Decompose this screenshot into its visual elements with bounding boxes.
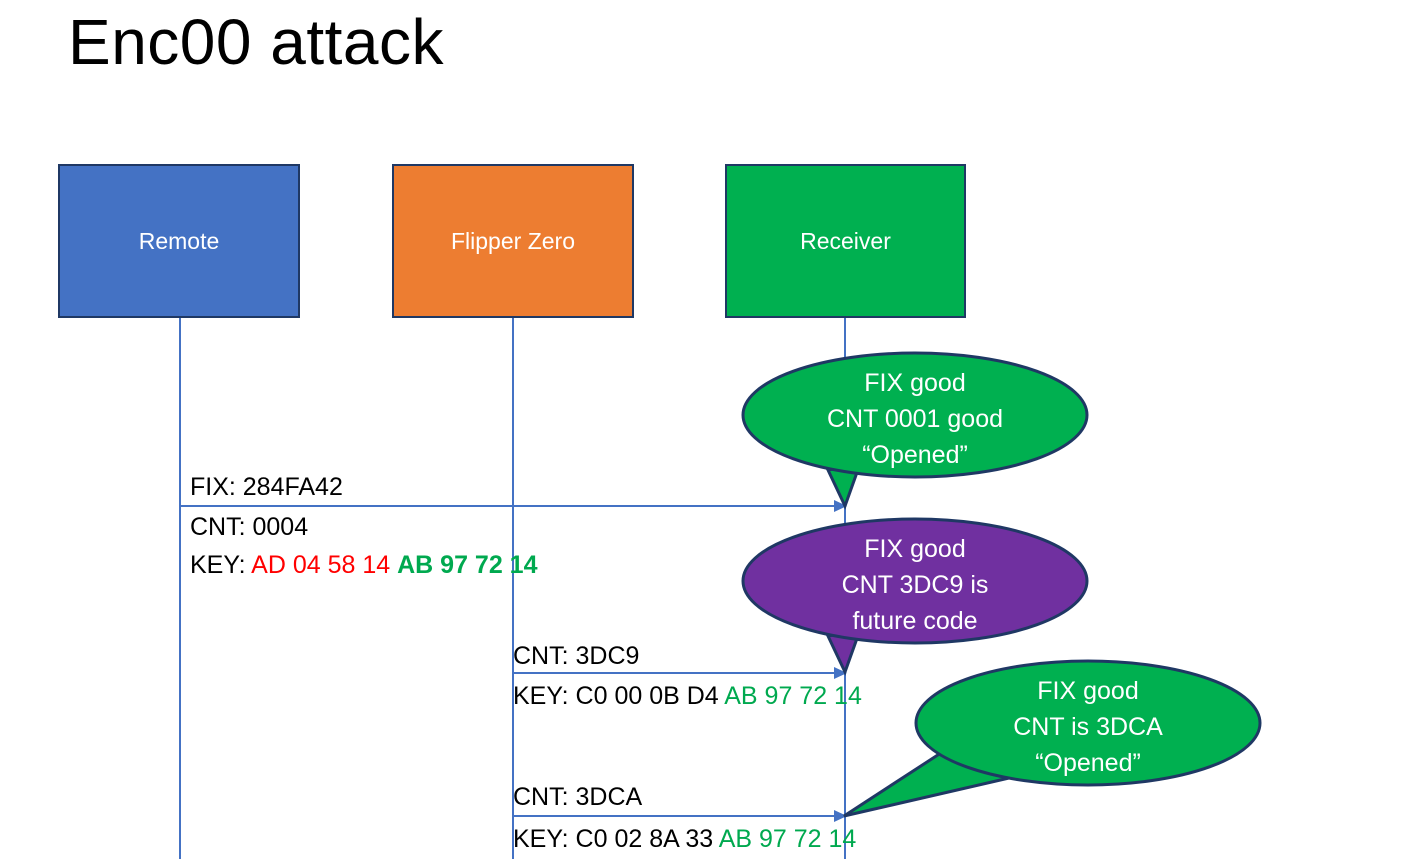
- callout-1-shape: [741, 351, 1089, 510]
- message-2-key-label: KEY: C0 00 0B D4 AB 97 72 14: [513, 677, 862, 715]
- message-1-key-red-bytes: AD 04 58 14: [251, 551, 398, 579]
- lifeline-flipper-zero: [512, 318, 514, 859]
- message-3-key-green-bytes: AB 97 72 14: [718, 825, 857, 853]
- actor-box-receiver[interactable]: Receiver: [725, 164, 966, 318]
- message-1-key-green-bytes: AB 97 72 14: [397, 551, 538, 579]
- callout-2-shape: [741, 517, 1089, 676]
- message-2-key-green-bytes: AB 97 72 14: [724, 682, 862, 710]
- actor-label-remote: Remote: [138, 228, 220, 254]
- message-2-cnt-label: CNT: 3DC9: [513, 642, 640, 670]
- actor-box-flipper-zero[interactable]: Flipper Zero: [392, 164, 634, 318]
- callout-receiver-response-1: FIX good CNT 0001 good “Opened”: [741, 351, 1089, 510]
- actor-label-receiver: Receiver: [800, 228, 891, 254]
- message-3-key-prefix: KEY: C0 02 8A 33: [513, 825, 719, 853]
- message-1-key-label: KEY: AD 04 58 14 AB 97 72 14: [190, 546, 537, 584]
- message-3-cnt-label: CNT: 3DCA: [513, 783, 643, 811]
- callout-receiver-response-3: FIX good CNT is 3DCA “Opened”: [843, 659, 1262, 818]
- actor-label-flipper-zero: Flipper Zero: [451, 228, 575, 254]
- message-1-cnt-label: CNT: 0004: [190, 513, 309, 541]
- actor-box-remote[interactable]: Remote: [58, 164, 300, 318]
- message-arrow-flipper-to-receiver-2: [513, 810, 847, 822]
- message-1-fix-label: FIX: 284FA42: [190, 473, 343, 501]
- message-1-key-prefix: KEY:: [190, 551, 252, 579]
- lifeline-remote: [179, 318, 181, 859]
- page-title: Enc00 attack: [68, 6, 444, 78]
- message-2-key-prefix: KEY: C0 00 0B D4: [513, 682, 725, 710]
- callout-receiver-response-2: FIX good CNT 3DC9 is future code: [741, 517, 1089, 676]
- callout-3-shape: [843, 659, 1262, 818]
- message-3-key-label: KEY: C0 02 8A 33 AB 97 72 14: [513, 820, 856, 858]
